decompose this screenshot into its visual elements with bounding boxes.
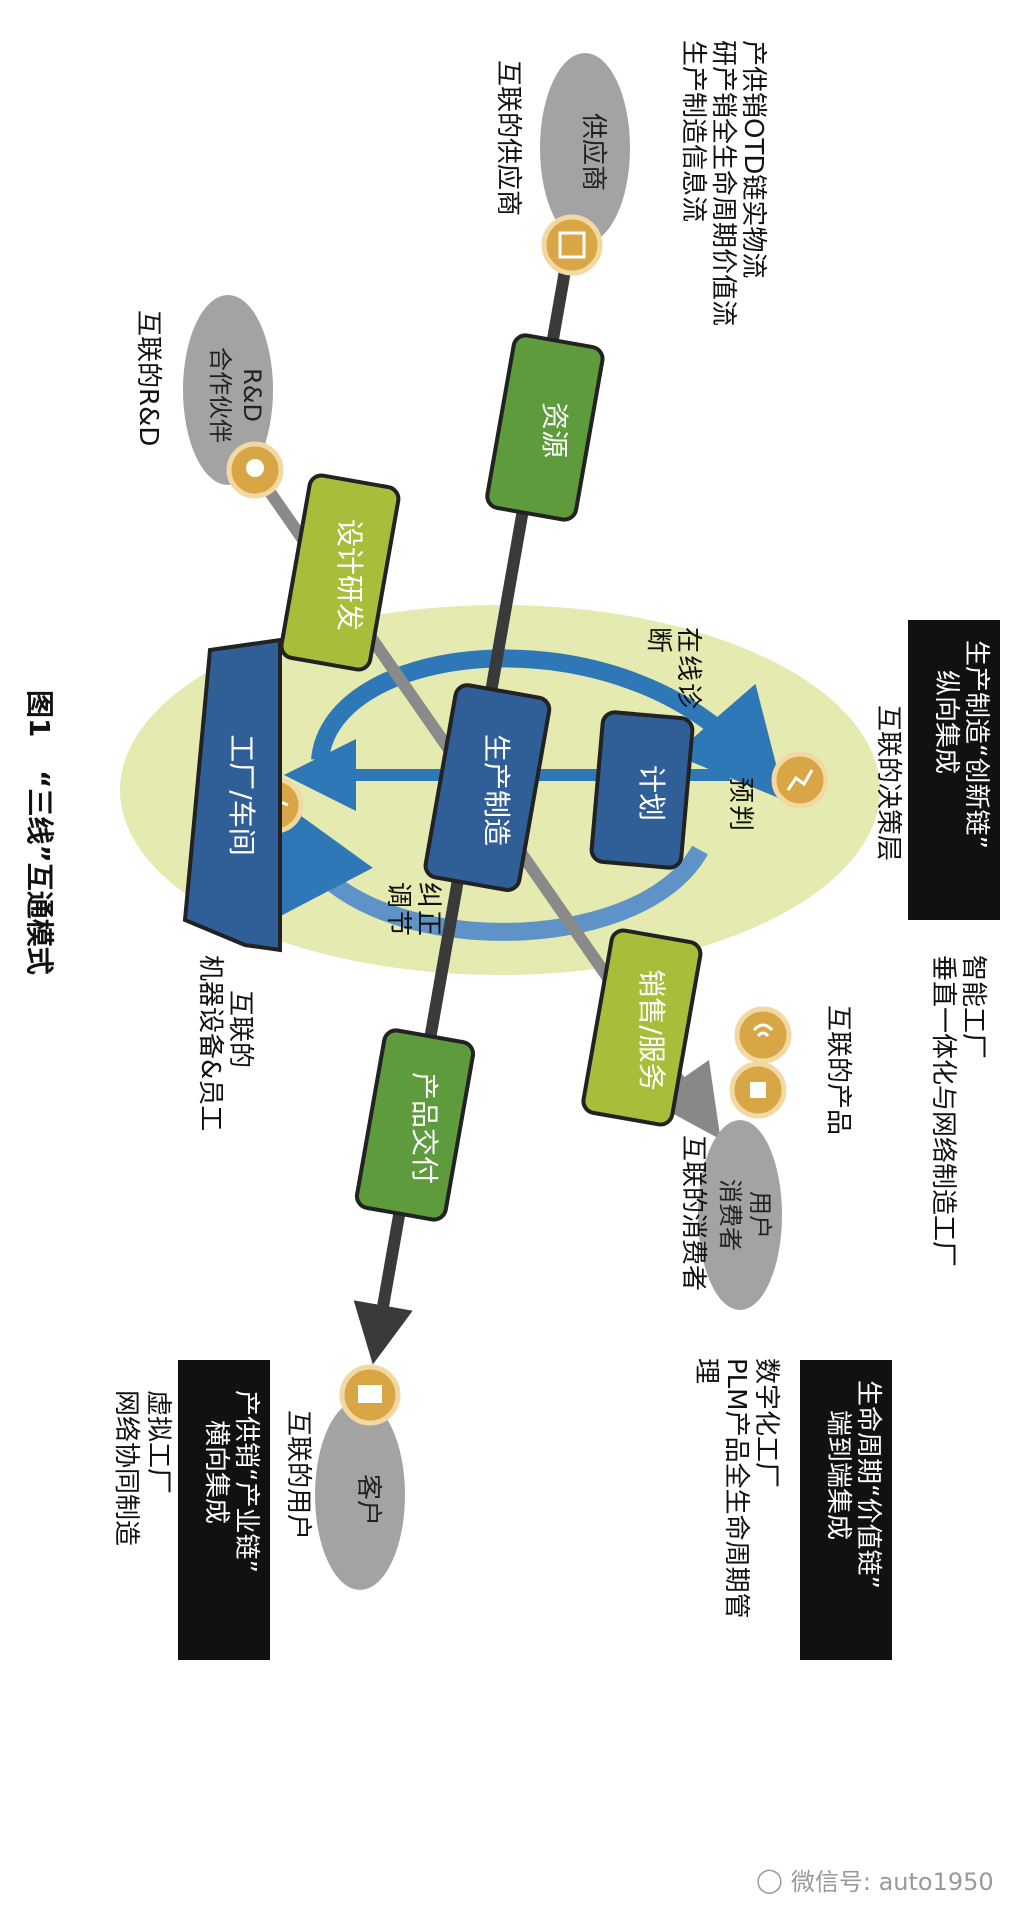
resource-label: 资源	[538, 402, 571, 458]
connected-product-label: 互联的产品	[823, 1005, 853, 1135]
chart-icon	[771, 751, 829, 809]
industry-line-2: 横向集成	[201, 1420, 231, 1524]
customer-card-icon	[339, 1364, 401, 1426]
plan-label: 计划	[635, 765, 668, 821]
rd-partner-label-2: 合作伙伴	[206, 347, 234, 443]
consumer-node: 用户 消费者	[698, 1120, 782, 1310]
connected-user-label: 互联的用户	[283, 1410, 313, 1540]
smart-factory-2: 垂直一体化与网络制造工厂	[928, 955, 958, 1267]
correct-2: 正	[413, 910, 443, 936]
smart-factory-1: 智能工厂	[958, 955, 988, 1059]
supplier-label: 供应商	[578, 113, 608, 191]
connected-supplier-label: 互联的供应商	[493, 60, 523, 216]
value-line-2: 端到端集成	[823, 1410, 853, 1540]
correct-1: 纠	[413, 882, 443, 908]
production-box: 生产制造	[423, 683, 552, 892]
online-diag-3: 诊	[673, 683, 703, 709]
design-label: 设计研发	[333, 519, 366, 631]
industry-chain-box: 产供销“产业链” 横向集成	[178, 1360, 270, 1660]
plan-box: 计划	[589, 710, 695, 870]
customer-label: 客户	[353, 1474, 383, 1526]
rd-partner-node: R&D 合作伙伴	[183, 295, 273, 485]
connected-rd-label: 互联的R&D	[133, 310, 163, 446]
figure-caption-text: “三线”互通模式	[23, 770, 56, 975]
production-label: 生产制造	[480, 734, 513, 846]
online-diagnosis-arrow	[311, 649, 786, 801]
digital-factory-3: 理	[691, 1358, 721, 1384]
connected-consumer-label: 互联的消费者	[678, 1135, 708, 1291]
connected-machine-2: 机器设备&员工	[195, 955, 225, 1131]
lightbulb-icon	[226, 441, 284, 499]
wechat-icon: ◯	[756, 1865, 783, 1894]
predict-2: 判	[725, 805, 755, 831]
supplier-icon	[541, 214, 603, 276]
sales-box: 销售/服务	[581, 928, 703, 1127]
resource-box: 资源	[485, 333, 605, 522]
digital-factory-1: 数字化工厂	[751, 1358, 781, 1488]
watermark-text: 微信号: auto1950	[790, 1868, 994, 1896]
supplier-node: 供应商	[540, 53, 630, 243]
industry-line-1: 产供销“产业链”	[231, 1390, 261, 1573]
rd-partner-label-1: R&D	[238, 368, 266, 422]
online-diag-1: 在	[673, 627, 703, 653]
correct-4: 节	[383, 910, 413, 936]
predict-1: 预	[725, 777, 755, 803]
correction-arrow	[274, 797, 708, 941]
value-chain-box: 生命周期“价值链” 端到端集成	[800, 1360, 892, 1660]
supplier-desc-2: 研产销全生命周期价值流	[708, 40, 738, 326]
innovation-chain-box: 生产制造“创新链” 纵向集成	[908, 620, 1000, 920]
virtual-factory-2: 网络协同制造	[111, 1390, 141, 1546]
virtual-factory-1: 虚拟工厂	[143, 1390, 173, 1494]
digital-factory-2: PLM产品全生命周期管	[721, 1358, 751, 1619]
figure-caption-num: 图1	[23, 690, 56, 737]
connected-machine-1: 互联的	[225, 990, 255, 1068]
supplier-desc-3: 生产制造信息流	[678, 40, 708, 222]
watermark: ◯ 微信号: auto1950	[756, 1862, 994, 1897]
consumer-label-1: 用户	[746, 1191, 774, 1239]
connected-decision-label: 互联的决策层	[873, 705, 903, 861]
online-diag-4: 断	[643, 627, 673, 653]
design-box: 设计研发	[279, 473, 401, 672]
supplier-desc-1: 产供销OTD链实物流	[738, 40, 768, 278]
online-diag-2: 线	[673, 655, 703, 681]
delivery-box: 产品交付	[354, 1028, 476, 1222]
consumer-label-2: 消费者	[716, 1179, 744, 1251]
innovation-line-2: 纵向集成	[931, 670, 961, 774]
sales-label: 销售/服务	[635, 969, 668, 1090]
wifi-icon	[734, 1006, 792, 1064]
correct-3: 调	[383, 882, 413, 908]
factory-box: 工厂/车间	[182, 637, 282, 953]
product-tag-icon	[729, 1061, 787, 1119]
innovation-line-1: 生产制造“创新链”	[961, 640, 991, 849]
value-line-1: 生命周期“价值链”	[853, 1380, 883, 1589]
delivery-label: 产品交付	[408, 1072, 441, 1184]
customer-node: 客户	[315, 1400, 405, 1590]
factory-label: 工厂/车间	[225, 734, 258, 855]
